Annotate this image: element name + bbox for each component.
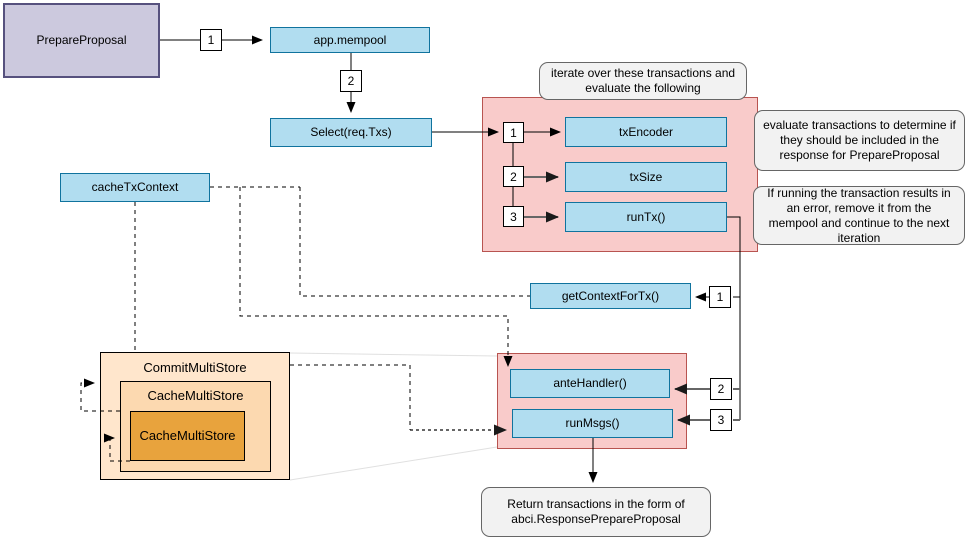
node-tx-size: txSize	[565, 162, 727, 192]
step-number: 1	[207, 33, 215, 47]
callout-iterate: iterate over these transactions and eval…	[539, 62, 747, 100]
step-chip-runtx-3: 3	[503, 206, 524, 227]
step-chip-txsize-2: 2	[503, 166, 524, 187]
ante-handler-label: anteHandler()	[553, 376, 627, 391]
app-mempool-label: app.mempool	[313, 32, 387, 47]
cache-multi-store-outer-label: CacheMultiStore	[147, 388, 244, 403]
callout-iterate-text: iterate over these transactions and eval…	[550, 66, 736, 95]
tx-size-label: txSize	[629, 169, 663, 184]
callout-return: Return transactions in the form of abci.…	[481, 487, 711, 537]
step-chip-select-2: 2	[340, 70, 362, 92]
step-chip-txencoder-1: 1	[503, 122, 524, 143]
node-prepare-proposal: PrepareProposal	[3, 3, 160, 78]
step-number: 3	[717, 413, 725, 427]
node-select-req-txs: Select(req.Txs)	[270, 118, 432, 147]
node-run-tx: runTx()	[565, 202, 727, 232]
cache-multi-store-inner-box: CacheMultiStore	[130, 411, 245, 461]
cache-tx-context-label: cacheTxContext	[91, 180, 179, 195]
step-number: 1	[510, 125, 517, 140]
step-number: 2	[347, 74, 355, 88]
step-number: 2	[717, 382, 725, 396]
run-tx-label: runTx()	[626, 209, 666, 224]
lens-lines	[289, 352, 498, 481]
tx-encoder-label: txEncoder	[618, 124, 674, 139]
get-context-for-tx-label: getContextForTx()	[561, 288, 660, 303]
step-chip-getcontext-1: 1	[709, 286, 731, 308]
step-number: 1	[716, 290, 724, 304]
node-app-mempool: app.mempool	[270, 27, 430, 53]
select-req-txs-label: Select(req.Txs)	[310, 125, 392, 140]
node-run-msgs: runMsgs()	[512, 409, 673, 438]
step-number: 2	[510, 169, 517, 184]
node-tx-encoder: txEncoder	[565, 117, 727, 147]
step-chip-antehandler-2: 2	[710, 378, 732, 400]
callout-evaluate: evaluate transactions to determine if th…	[754, 110, 965, 171]
callout-error-text: If running the transaction results in an…	[767, 185, 951, 245]
commit-multi-store-label: CommitMultiStore	[143, 360, 247, 375]
node-get-context-for-tx: getContextForTx()	[530, 283, 691, 309]
node-ante-handler: anteHandler()	[510, 369, 670, 398]
step-chip-runmsgs-3: 3	[710, 409, 732, 431]
cache-multi-store-inner-label: CacheMultiStore	[139, 428, 236, 444]
callout-evaluate-text: evaluate transactions to determine if th…	[763, 118, 956, 162]
node-cache-tx-context: cacheTxContext	[60, 173, 210, 202]
callout-return-text: Return transactions in the form of abci.…	[507, 497, 685, 526]
run-msgs-label: runMsgs()	[565, 416, 620, 431]
callout-error: If running the transaction results in an…	[753, 186, 965, 245]
step-number: 3	[510, 209, 517, 224]
prepare-proposal-label: PrepareProposal	[36, 33, 127, 48]
step-chip-mempool-1: 1	[200, 29, 222, 51]
